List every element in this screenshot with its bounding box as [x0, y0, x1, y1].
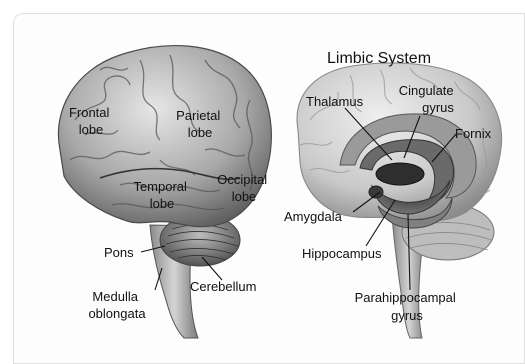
hippocampus-label: Hippocampus [302, 246, 382, 261]
thalamus-shape [376, 163, 424, 185]
fornix-label: Fornix [455, 126, 492, 141]
cerebellum-label: Cerebellum [190, 279, 256, 294]
medulla-label: Medulla oblongata [88, 289, 146, 321]
thalamus-label: Thalamus [306, 94, 364, 109]
amygdala-label: Amygdala [284, 209, 343, 224]
pons-label: Pons [104, 245, 134, 260]
amygdala-shape [369, 186, 383, 198]
diagram-title: Limbic System [327, 50, 431, 67]
